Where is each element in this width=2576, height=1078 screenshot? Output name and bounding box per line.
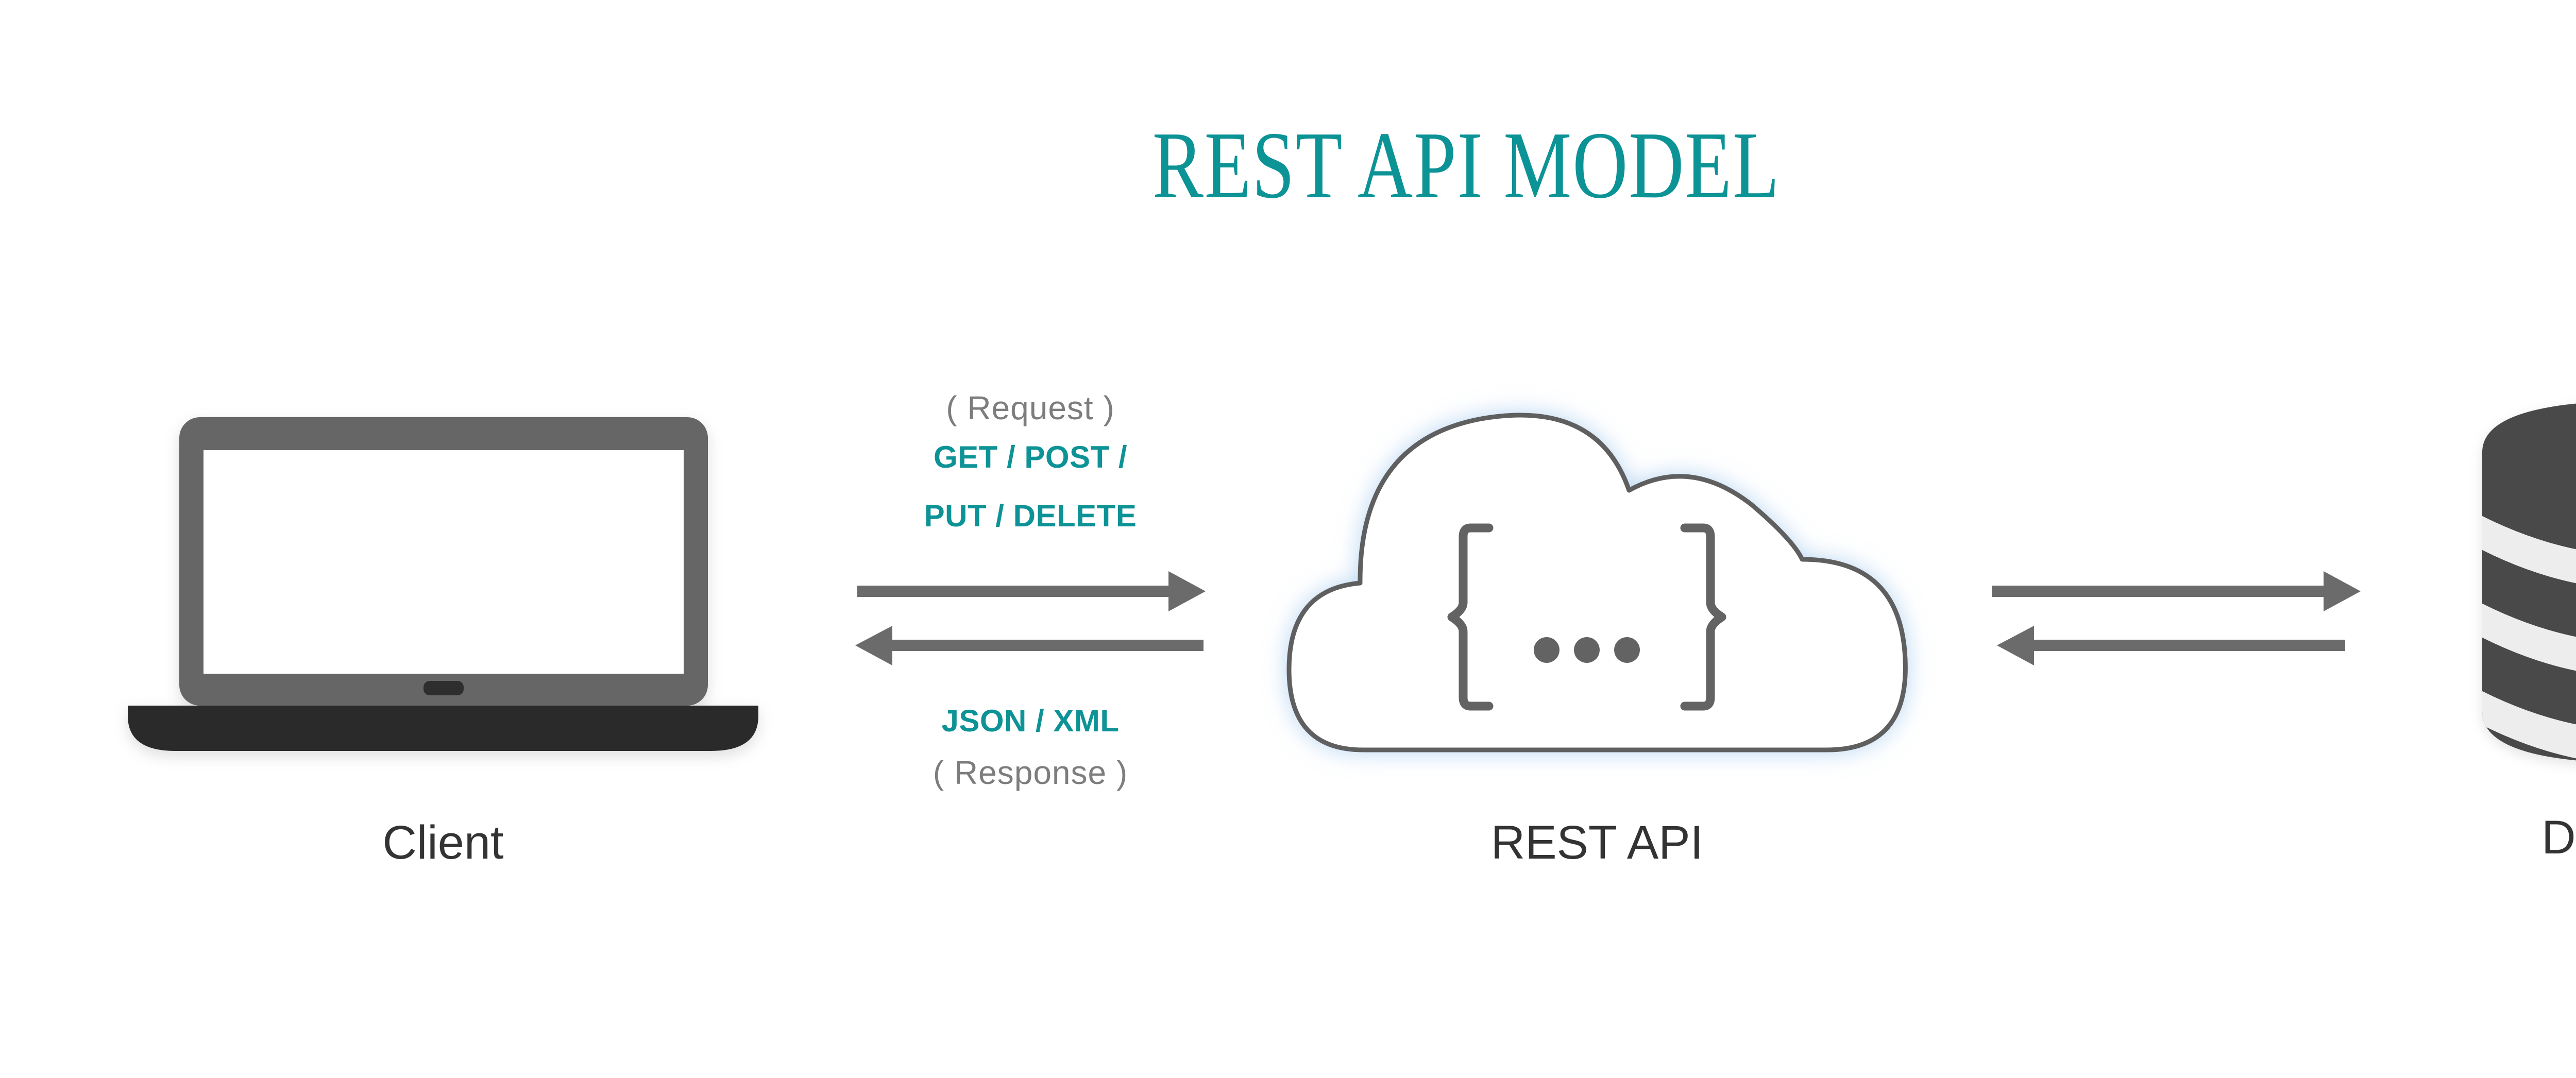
arrow-left-icon (1997, 626, 2345, 665)
database-cylinder-icon (2482, 403, 2576, 763)
cloud-outline (1286, 413, 1908, 752)
rest-api-node (1262, 381, 1932, 803)
cloud-icon (1286, 413, 1908, 752)
arrow-right-icon (857, 571, 1206, 611)
client-node (118, 407, 768, 767)
ellipsis-dots-icon (1534, 637, 1640, 663)
database-layer-gaps (2482, 503, 2576, 763)
request-caption: ( Request ) (946, 389, 1115, 426)
client-label: Client (382, 816, 504, 869)
api-database-arrows (1989, 554, 2396, 677)
response-formats: JSON / XML (941, 704, 1120, 738)
laptop-notch (423, 681, 464, 695)
response-caption: ( Response ) (933, 754, 1128, 791)
database-label: Database (2541, 811, 2576, 864)
database-top-disc (2482, 405, 2576, 499)
arrow-left-icon (855, 626, 1204, 665)
arrow-right-icon (1992, 571, 2361, 611)
database-node (2468, 391, 2576, 773)
left-brace-icon (1447, 523, 1494, 711)
laptop-icon (128, 417, 758, 751)
client-api-arrows (845, 554, 1216, 677)
right-brace-icon (1680, 523, 1726, 711)
request-methods-line-2: PUT / DELETE (924, 499, 1137, 533)
request-methods-line-1: GET / POST / (933, 440, 1128, 474)
page-title: REST API MODEL (1152, 112, 1781, 218)
laptop-base (128, 706, 758, 751)
laptop-screen (204, 450, 684, 674)
rest-api-label: REST API (1490, 816, 1704, 869)
